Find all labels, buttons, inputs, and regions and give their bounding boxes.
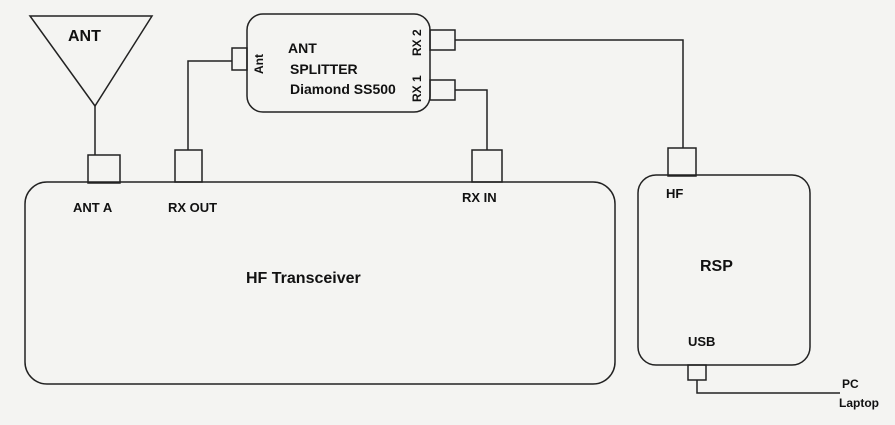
pc-label: PC <box>842 377 859 391</box>
ant-a-port-label: ANT A <box>73 200 113 215</box>
antenna-triangle <box>28 15 154 108</box>
rx-out-to-splitter-cable <box>187 60 232 150</box>
splitter-title-line3: Diamond SS500 <box>290 81 396 97</box>
transceiver-box <box>24 181 616 385</box>
rsp-hf-connector <box>667 147 697 177</box>
rsp-usb-connector <box>687 364 707 381</box>
splitter-title-line2: SPLITTER <box>290 61 358 77</box>
splitter-rx1-to-rx-in-cable <box>455 89 488 150</box>
splitter-rx2-to-rsp-cable <box>455 39 684 148</box>
rsp-box <box>637 174 811 366</box>
rsp-hf-port-label: HF <box>666 186 684 201</box>
transceiver-title: HF Transceiver <box>246 270 361 287</box>
rx-out-port-label: RX OUT <box>168 200 218 215</box>
splitter-rx1-port-label: RX 1 <box>410 75 424 102</box>
ant-a-connector <box>87 154 121 184</box>
antenna-label: ANT <box>68 28 101 45</box>
rx-in-connector <box>471 149 503 183</box>
rsp-title: RSP <box>700 258 733 275</box>
usb-to-pc-cable <box>696 380 840 394</box>
rsp-usb-port-label: USB <box>688 334 716 349</box>
splitter-rx2-connector <box>429 29 456 51</box>
laptop-label: Laptop <box>839 396 879 410</box>
splitter-title-line1: ANT <box>288 40 317 56</box>
rx-in-port-label: RX IN <box>462 190 497 205</box>
splitter-rx1-connector <box>429 79 456 101</box>
rx-out-connector <box>174 149 203 183</box>
splitter-ant-connector <box>231 47 248 71</box>
splitter-rx2-port-label: RX 2 <box>410 29 424 56</box>
splitter-ant-port-label: Ant <box>252 54 266 74</box>
